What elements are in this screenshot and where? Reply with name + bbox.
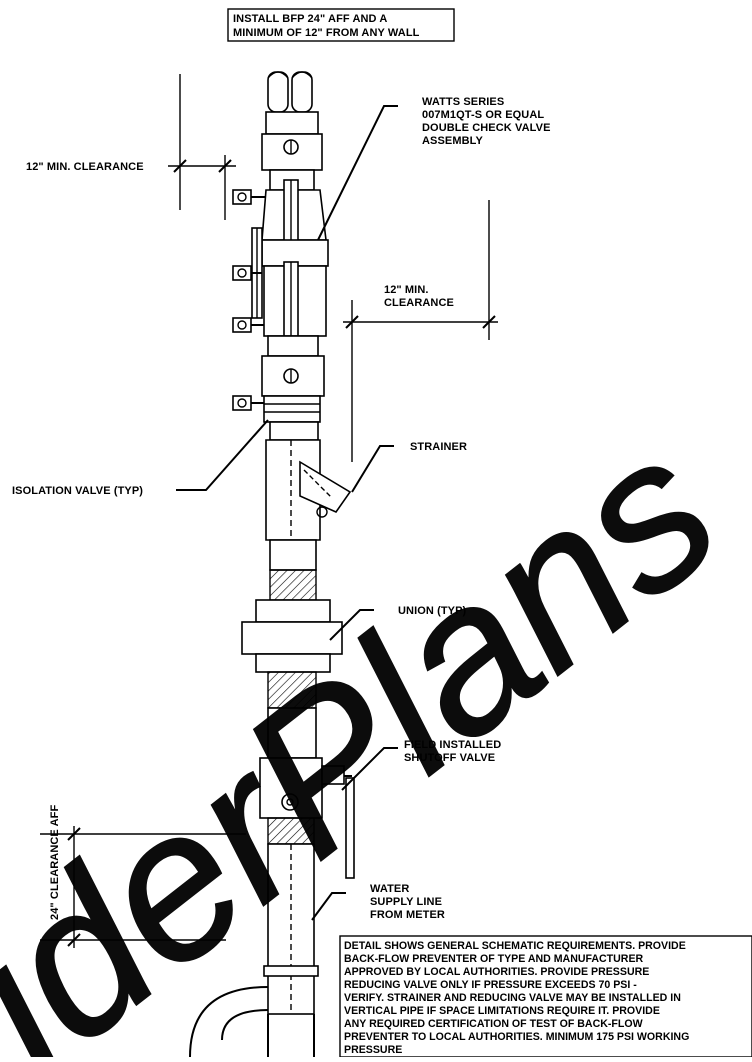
notes-line: PREVENTER TO LOCAL AUTHORITIES. MINIMUM … <box>344 1031 689 1043</box>
pipe-nipple-upper <box>269 539 317 571</box>
isolation-valve-label: ISOLATION VALVE (TYP) <box>12 485 143 497</box>
pipe-nipple-lower <box>267 671 317 709</box>
shutoff-valve-label-1: FIELD INSTALLED <box>404 739 501 751</box>
notes-line: VERTICAL PIPE IF SPACE LIMITATIONS REQUI… <box>344 1005 660 1017</box>
dimension-lines <box>40 74 498 948</box>
notes-box-frame <box>339 935 752 1058</box>
header-note-line1: INSTALL BFP 24" AFF AND A <box>233 13 387 25</box>
valve-assembly-label-4: ASSEMBLY <box>422 135 483 147</box>
upper-valve-body <box>265 111 319 135</box>
header-note: INSTALL BFP 24" AFF AND A MINIMUM OF 12"… <box>227 8 455 42</box>
supply-line-label-2: SUPPLY LINE <box>370 896 442 908</box>
backflow-assembly <box>189 71 355 1058</box>
notes-line: PRESSURE <box>344 1044 402 1056</box>
left-clearance-label: 12" MIN. CLEARANCE <box>26 161 144 173</box>
right-clearance-label-2: CLEARANCE <box>384 297 454 309</box>
notes-line: DETAIL SHOWS GENERAL SCHEMATIC REQUIREME… <box>344 940 686 952</box>
supply-line-label-3: FROM METER <box>370 909 445 921</box>
valve-assembly-label-3: DOUBLE CHECK VALVE <box>422 122 551 134</box>
shutoff-valve-handle <box>345 777 355 879</box>
test-cocks <box>232 189 266 411</box>
top-pipe-left <box>267 71 289 113</box>
right-clearance-label-1: 12" MIN. <box>384 284 429 296</box>
valve-assembly-label-2: 007M1QT-S OR EQUAL <box>422 109 544 121</box>
union-label: UNION (TYP) <box>398 605 467 617</box>
notes-line: ANY REQUIRED CERTIFICATION OF TEST OF BA… <box>344 1018 643 1030</box>
supply-line-label-1: WATER <box>370 883 409 895</box>
header-note-line2: MINIMUM OF 12" FROM ANY WALL <box>233 27 420 39</box>
shutoff-valve-label-2: SHUTOFF VALVE <box>404 752 495 764</box>
notes-line: APPROVED BY LOCAL AUTHORITIES. PROVIDE P… <box>344 966 649 978</box>
top-pipe-right <box>291 71 313 113</box>
valve-assembly-label-1: WATTS SERIES <box>422 96 504 108</box>
notes-line: VERIFY. STRAINER AND REDUCING VALVE MAY … <box>344 992 681 1004</box>
header-note-box <box>227 8 455 42</box>
notes-line: BACK-FLOW PREVENTER OF TYPE AND MANUFACT… <box>344 953 644 965</box>
union-fitting <box>241 621 343 655</box>
notes-line: REDUCING VALVE ONLY IF PRESSURE EXCEEDS … <box>344 979 637 991</box>
notes-box: DETAIL SHOWS GENERAL SCHEMATIC REQUIREME… <box>339 935 752 1058</box>
callout-labels: WATTS SERIES 007M1QT-S OR EQUAL DOUBLE C… <box>12 96 551 921</box>
strainer-label: STRAINER <box>410 441 467 453</box>
strainer-leg <box>299 460 352 513</box>
valve-assembly-leader <box>317 105 398 241</box>
vertical-clearance-label: 24" CLEARANCE AFF <box>49 805 61 920</box>
